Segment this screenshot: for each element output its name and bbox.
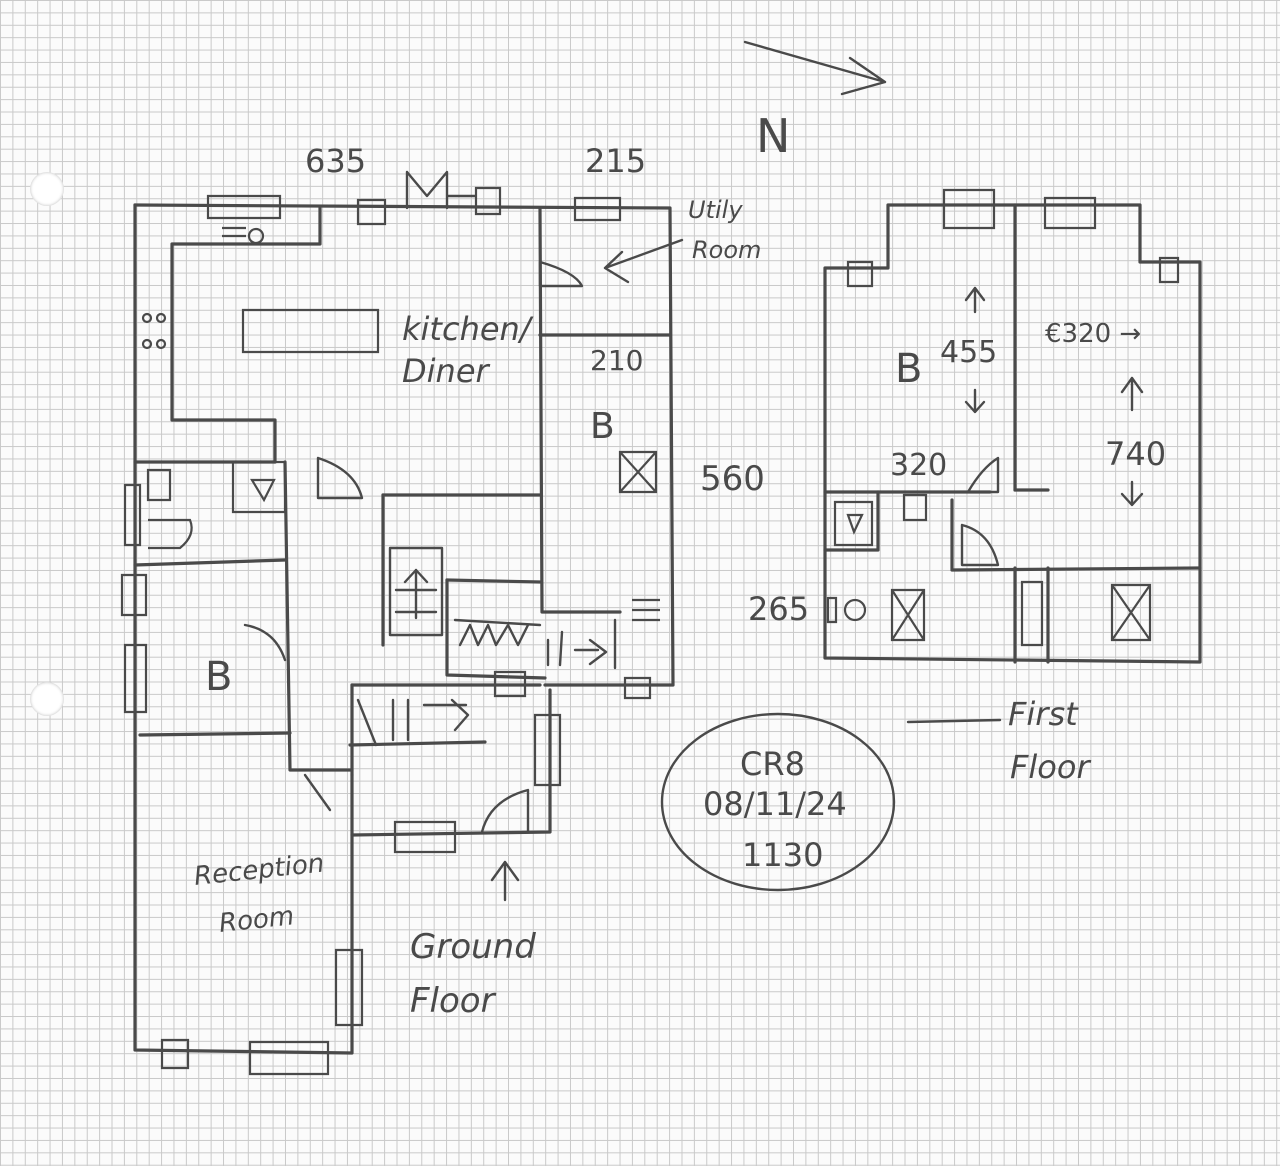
first-floor-label-2: Floor <box>1010 748 1091 786</box>
first-floor-label-1: First <box>1008 695 1079 733</box>
bedroom-label-first: B <box>895 346 922 392</box>
reference-stamp <box>660 712 896 892</box>
reception-label-1: Reception <box>193 848 326 891</box>
kitchen-label-1: kitchen/ <box>402 310 534 348</box>
stamp-date: 08/11/24 <box>703 785 847 823</box>
dimension-635: 635 <box>305 142 366 180</box>
ground-floor-plan <box>120 170 684 1076</box>
dimension-210: 210 <box>590 344 643 377</box>
dimension-265: 265 <box>748 590 809 628</box>
stamp-ref: CR8 <box>740 745 805 783</box>
punch-hole <box>30 682 64 716</box>
dimension-560: 560 <box>700 459 765 499</box>
north-label: N <box>756 109 790 163</box>
stamp-time: 1130 <box>742 836 823 874</box>
ground-floor-label-2: Floor <box>410 981 497 1021</box>
first-floor-plan <box>823 188 1202 724</box>
reception-label-2: Room <box>218 901 296 939</box>
utility-label-1: Utily <box>688 196 743 224</box>
utility-label-2: Room <box>692 236 761 264</box>
north-arrow-icon <box>743 40 887 96</box>
dimension-320-mid: 320 <box>890 448 947 483</box>
kitchen-label-2: Diner <box>402 352 491 390</box>
dimension-455: 455 <box>940 335 997 370</box>
dimension-740: 740 <box>1105 435 1166 473</box>
bedroom-label-ground-left: B <box>205 654 232 700</box>
ground-floor-label-1: Ground <box>410 927 536 967</box>
punch-hole <box>30 172 64 206</box>
dimension-215: 215 <box>585 142 646 180</box>
bedroom-label-ground-right: B <box>590 406 615 447</box>
dimension-320-top: €320 → <box>1045 319 1141 349</box>
